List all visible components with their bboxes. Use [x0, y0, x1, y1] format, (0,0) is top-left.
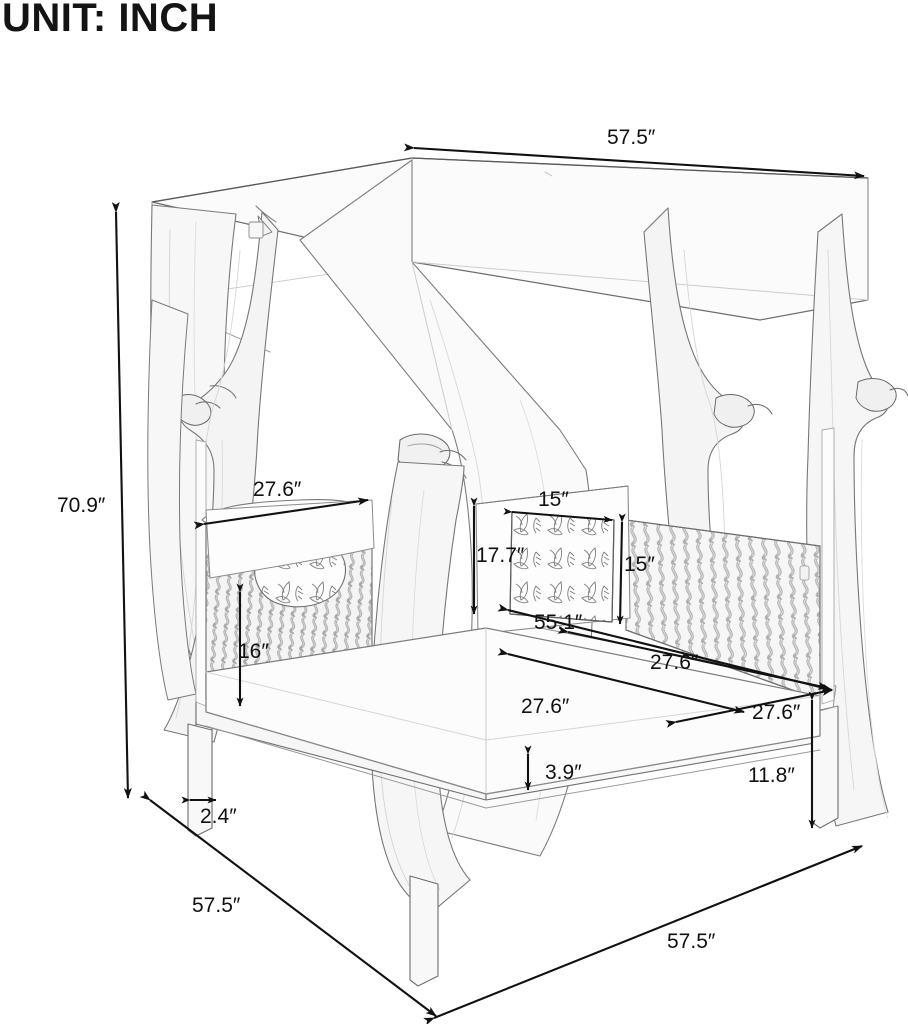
dimlabel-arm-depth: 27.6″: [253, 478, 302, 501]
dimlabel-throw-pillow-width: 15″: [538, 488, 569, 511]
dimline-base-width-left: [139, 790, 437, 1017]
unit-title: UNIT: INCH: [2, 0, 219, 40]
dimline-throw-pillow-width: [503, 507, 613, 523]
dimlabel-seat-depth-rear: 27.6″: [650, 651, 699, 674]
canopy-tie-left: [248, 205, 277, 239]
dimlabel-leg-height: 11.8″: [748, 764, 795, 787]
dimlabel-arm-height: 16″: [238, 640, 269, 663]
dimlabel-canopy-top-width: 57.5″: [607, 126, 656, 149]
dimlabel-overall-height: 70.9″: [57, 494, 106, 517]
dimlabel-back-cushion-height: 17.7″: [476, 544, 525, 567]
dimlabel-base-width-right: 57.5″: [667, 930, 716, 953]
dimline-canopy-top-width: [403, 143, 865, 180]
dimline-overall-height: [111, 201, 132, 799]
curtain-tie-center: [397, 433, 467, 479]
dimline-arm-depth: [193, 497, 369, 530]
dimlabel-seat-depth-left: 27.6″: [521, 695, 570, 718]
dimline-base-width-right: [423, 845, 863, 1024]
dimlabel-seat-inner-width: 55.1″: [534, 611, 583, 634]
dimlabel-cushion-thickness: 3.9″: [545, 761, 582, 784]
right-throw-pillow: [509, 511, 615, 623]
dimlabel-seat-depth-right: 27.6″: [752, 701, 801, 724]
dimlabel-leg-width: 2.4″: [200, 805, 237, 828]
dimline-seat-depth-right: [665, 688, 833, 728]
dimlabel-back-weave-height: 15″: [624, 553, 655, 576]
dimlabel-base-width-left: 57.5″: [192, 894, 241, 917]
curtain-tie-right-inner: [713, 394, 773, 428]
curtain-tie-right-outer: [855, 378, 908, 412]
